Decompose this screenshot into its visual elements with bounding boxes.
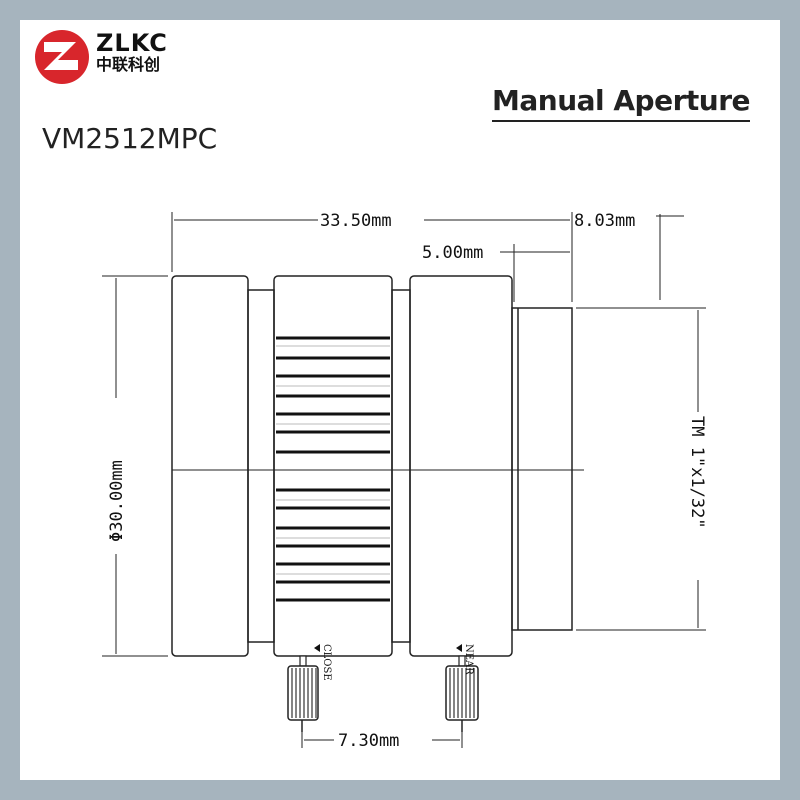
near-marker: NEAR [456, 644, 474, 675]
diagram-card [20, 20, 780, 780]
dim-flange: 5.00mm [422, 243, 483, 263]
dim-diameter: Φ30.00mm [107, 460, 127, 542]
zlkc-logo-icon [35, 30, 89, 84]
focus-ring [409, 275, 513, 657]
near-label: NEAR [463, 644, 474, 675]
focus-lock-knob [445, 655, 479, 732]
close-marker: CLOSE [314, 644, 332, 681]
aperture-lock-knob [287, 655, 319, 732]
c-mount [511, 307, 573, 631]
grip-stripes [276, 336, 390, 602]
model-number: VM2512MPC [42, 122, 218, 155]
connector-left [247, 289, 275, 643]
dim-total-length: 33.50mm [320, 211, 392, 231]
brand-name: ZLKC [96, 29, 168, 57]
connector-right [391, 289, 411, 643]
close-label: CLOSE [321, 644, 332, 681]
dim-mount-length: 8.03mm [574, 211, 635, 231]
dim-thread: TM 1"x1/32" [687, 416, 707, 529]
dim-knob-spacing: 7.30mm [338, 731, 399, 751]
page-title: Manual Aperture [492, 84, 751, 122]
brand-subtitle: 中联科创 [96, 55, 161, 74]
brand-logo: ZLKC 中联科创 [96, 30, 168, 74]
front-ring [171, 275, 249, 657]
